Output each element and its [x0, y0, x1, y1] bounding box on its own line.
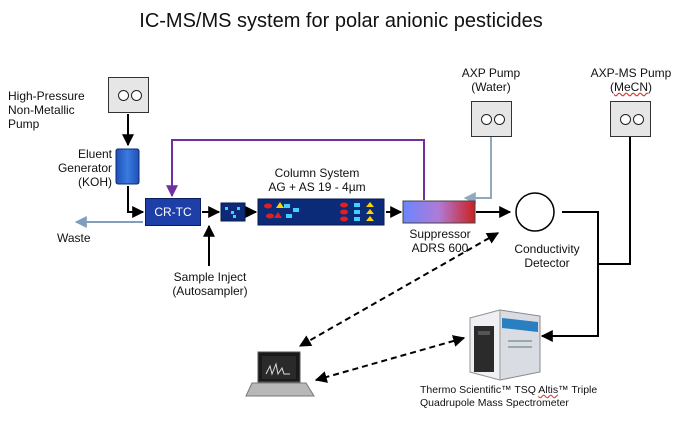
data-link-detector: [298, 232, 500, 347]
axp-pump-label-line: (Water): [471, 80, 511, 94]
sample-inject-label-line: Sample Inject: [173, 270, 247, 284]
suppressor-label-line: Suppressor: [409, 227, 471, 241]
mass-spec-brand: Thermo Scientific™ TSQ: [420, 384, 539, 396]
analyte-band: [366, 216, 374, 221]
analyte-band: [276, 202, 284, 208]
analyte-band: [293, 208, 299, 212]
analytical-column: [257, 198, 385, 226]
sample-inject-label: Sample Inject (Autosampler): [160, 270, 260, 298]
diagram-title: IC-MS/MS system for polar anionic pestic…: [139, 10, 543, 32]
analyte-band: [366, 209, 374, 214]
axp-ms-pump-label-line: (MeCN): [582, 80, 680, 94]
suppressor-cartridge: [402, 200, 476, 224]
suppressor-label: Suppressor ADRS 600: [388, 227, 492, 255]
analyte-band: [264, 203, 272, 209]
column-label-line: AG + AS 19 - 4µm: [268, 180, 366, 194]
axp-ms-pump-label: AXP-MS Pump (MeCN): [582, 66, 680, 94]
suppressor-label-line: ADRS 600: [411, 241, 469, 255]
analyte-band: [340, 202, 348, 208]
axp-ms-pump: [610, 101, 651, 137]
pump-head-icon: [620, 114, 631, 125]
analyte-band: [266, 213, 274, 219]
laptop-icon: [245, 351, 315, 397]
eg-label-line: Generator: [57, 161, 112, 175]
cr-tc-box: CR-TC: [145, 198, 201, 226]
axp-ms-solvent: MeCN: [613, 80, 648, 94]
column-label-line: Column System: [274, 166, 360, 180]
eluent-generator-label: Eluent Generator (KOH): [38, 147, 112, 189]
axp-ms-paren-close: ): [648, 80, 652, 94]
axp-ms-paren-open: (: [609, 80, 614, 94]
analyte-band: [366, 202, 374, 207]
high-pressure-pump: [108, 77, 149, 113]
injector-dot: [233, 215, 236, 218]
eg-to-crtc-arrow: [127, 186, 145, 218]
injector-dot: [231, 211, 234, 214]
injector-dot: [225, 207, 228, 210]
axp-pump-label: AXP Pump (Water): [448, 66, 534, 94]
detector-label-line: Conductivity: [514, 242, 580, 256]
hp-pump-label-line: Pump: [8, 117, 40, 131]
axp-ms-line: [598, 136, 631, 265]
regen-recycle-line: [166, 139, 425, 200]
analyte-band: [286, 214, 292, 218]
mass-spec-label-line: Quadrupole Mass Spectrometer: [420, 397, 569, 409]
pump-head-icon: [118, 90, 129, 101]
hp-pump-label: High-Pressure Non-Metallic Pump: [8, 89, 85, 131]
eg-label-line: (KOH): [78, 175, 112, 189]
axp-ms-pump-label-line: AXP-MS Pump: [590, 66, 672, 80]
axp-pump-label-line: AXP Pump: [461, 66, 521, 80]
analyte-band: [354, 210, 360, 214]
data-link-ms: [314, 335, 466, 383]
mass-spec-type: ™ Triple: [558, 384, 598, 396]
eg-label-line: Eluent: [77, 147, 112, 161]
mass-spec-label: Thermo Scientific™ TSQ Altis™ Triple Qua…: [420, 384, 597, 410]
hp-pump-label-line: Non-Metallic: [8, 103, 75, 117]
pump-head-icon: [131, 90, 142, 101]
pump-head-icon: [633, 114, 644, 125]
pump-head-icon: [481, 114, 492, 125]
eluent-generator-cartridge: [115, 148, 140, 185]
waste-label: Waste: [57, 231, 91, 245]
column-system-label: Column System AG + AS 19 - 4µm: [252, 166, 382, 194]
injector-dot: [237, 207, 240, 210]
cr-tc-label: CR-TC: [154, 205, 192, 219]
conductivity-detector-label: Conductivity Detector: [504, 242, 590, 270]
mass-spec-label-line: Thermo Scientific™ TSQ Altis™ Triple: [420, 384, 597, 397]
analyte-band: [354, 217, 360, 221]
axp-water-pump: [471, 101, 512, 137]
analyte-band: [354, 203, 360, 207]
analyte-band: [284, 204, 290, 208]
analyte-band: [340, 209, 348, 215]
sample-inject-label-line: (Autosampler): [172, 284, 248, 298]
analyte-band: [274, 212, 282, 218]
analyte-band: [340, 216, 348, 222]
hp-pump-label-line: High-Pressure: [8, 89, 85, 103]
mass-spec-model: Altis: [538, 384, 559, 396]
conductivity-detector-cell: [515, 192, 555, 232]
axp-water-line: [463, 136, 492, 204]
pump-head-icon: [494, 114, 505, 125]
detector-to-ms-arrow: [540, 211, 599, 342]
mass-spectrometer-icon: [469, 309, 541, 381]
detector-label-line: Detector: [524, 256, 570, 270]
